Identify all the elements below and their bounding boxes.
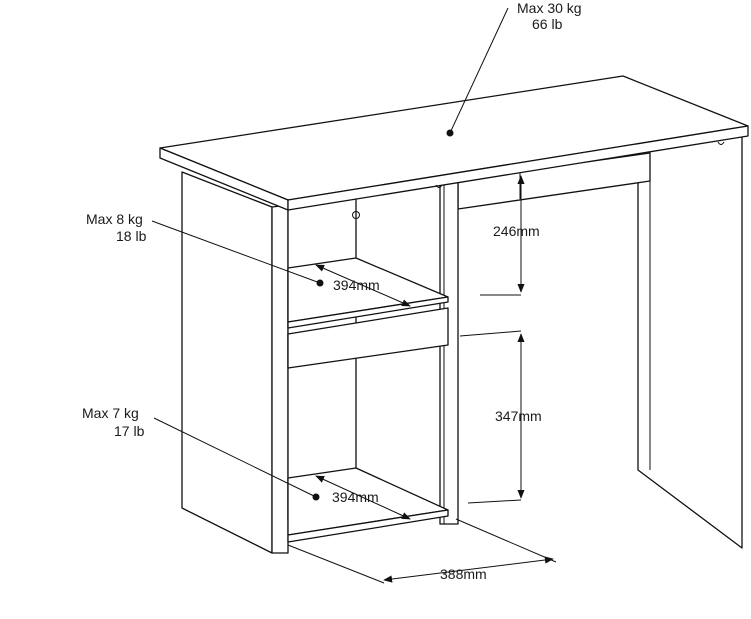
labels: Max 30 kg 66 lb Max 8 kg 18 lb Max 7 kg … bbox=[82, 0, 582, 582]
lower-shelf-load-label-kg: Max 7 kg bbox=[82, 405, 139, 421]
desk-body bbox=[159, 75, 749, 554]
cabinet-width-line bbox=[383, 556, 554, 583]
top-load-label-kg: Max 30 kg bbox=[517, 0, 582, 16]
middle-rail bbox=[287, 307, 449, 369]
upper-clearance-label: 246mm bbox=[493, 223, 540, 239]
upper-shelf-depth-line bbox=[315, 264, 411, 307]
cabinet-divider bbox=[439, 179, 459, 525]
right-leg-panel bbox=[637, 130, 743, 549]
top-load-leader bbox=[449, 7, 509, 134]
lower-clearance-label: 347mm bbox=[495, 408, 542, 424]
lower-shelf-load-leader bbox=[153, 417, 317, 498]
top-load-label-lb: 66 lb bbox=[532, 16, 563, 32]
upper-shelf-load-label-lb: 18 lb bbox=[116, 228, 147, 244]
dimensions bbox=[287, 175, 557, 584]
cabinet-front-left bbox=[271, 204, 289, 554]
tabletop-right-edge bbox=[287, 125, 749, 211]
cabinet-left-side bbox=[181, 171, 273, 554]
lower-shelf-depth-line bbox=[315, 475, 411, 520]
lower-shelf-depth-label: 394mm bbox=[332, 489, 379, 505]
lower-shelf-load-label-lb: 17 lb bbox=[114, 423, 145, 439]
upper-shelf-load-label-kg: Max 8 kg bbox=[86, 211, 143, 227]
upper-shelf-depth-label: 394mm bbox=[333, 277, 380, 293]
upper-shelf-load-leader bbox=[151, 220, 321, 284]
cabinet-width-label: 388mm bbox=[440, 566, 487, 582]
